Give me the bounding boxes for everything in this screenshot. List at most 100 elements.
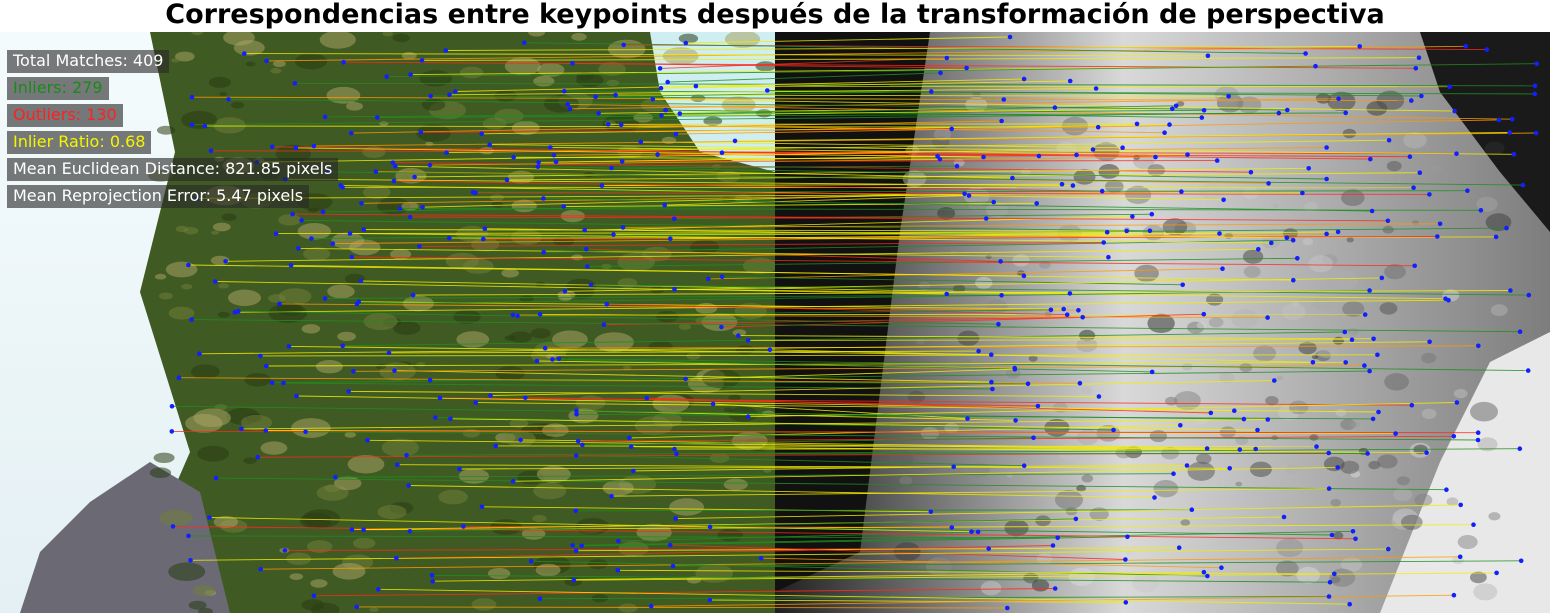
keypoint-right — [1013, 418, 1018, 423]
right-texture — [1453, 388, 1468, 399]
right-texture — [1414, 493, 1433, 507]
right-texture — [1340, 419, 1356, 430]
keypoint-right — [1248, 169, 1254, 175]
match-line — [414, 167, 1309, 178]
keypoint-left — [375, 115, 380, 120]
keypoint-right — [1034, 201, 1039, 206]
right-texture — [1265, 396, 1279, 406]
keypoint-right — [1533, 130, 1539, 136]
keypoint-left — [510, 312, 516, 318]
keypoint-right — [1324, 176, 1329, 182]
left-leaf — [755, 61, 776, 72]
left-leaf — [617, 278, 638, 288]
match-line — [358, 301, 1064, 310]
keypoint-left — [349, 130, 354, 136]
right-texture — [1311, 355, 1318, 360]
keypoint-left — [407, 529, 413, 534]
keypoint-right — [1226, 94, 1231, 99]
right-texture — [1081, 474, 1094, 483]
keypoint-right — [1120, 145, 1125, 150]
match-line — [481, 124, 1170, 135]
keypoint-left — [255, 454, 260, 460]
keypoint-left — [461, 524, 466, 529]
keypoint-right — [1357, 44, 1362, 49]
keypoint-left — [359, 201, 364, 206]
match-line — [738, 335, 1374, 340]
keypoint-left — [170, 524, 176, 529]
match-line — [660, 57, 947, 69]
right-texture — [1162, 218, 1188, 236]
match-line — [313, 132, 1537, 147]
keypoint-left — [707, 597, 713, 603]
keypoint-right — [1370, 416, 1376, 422]
keypoint-left — [657, 66, 663, 71]
keypoint-right — [1517, 329, 1523, 335]
match-line — [506, 172, 1420, 181]
keypoint-left — [447, 92, 452, 98]
keypoint-left — [765, 88, 770, 93]
keypoint-left — [226, 97, 231, 102]
left-leaf — [165, 261, 198, 278]
match-line — [481, 506, 931, 513]
keypoint-left — [407, 214, 413, 220]
right-bright-trunk — [1380, 332, 1550, 613]
keypoint-right — [1451, 434, 1457, 439]
keypoint-right — [1281, 514, 1287, 520]
keypoint-left — [522, 40, 527, 45]
keypoint-left — [354, 604, 360, 610]
match-line — [545, 345, 1479, 349]
match-line — [708, 268, 1223, 280]
keypoint-right — [1111, 427, 1116, 433]
keypoint-left — [391, 178, 397, 184]
match-line — [393, 180, 1103, 192]
left-leaf — [213, 117, 246, 134]
keypoint-left — [186, 533, 191, 539]
left-leaf — [648, 340, 673, 354]
left-leaf — [678, 33, 699, 44]
right-texture — [1174, 391, 1201, 410]
left-leaf — [495, 366, 525, 381]
left-leaf — [270, 68, 282, 74]
keypoint-left — [677, 111, 683, 116]
match-line — [459, 465, 1188, 470]
left-leaf — [211, 230, 220, 235]
right-texture — [1484, 141, 1505, 156]
keypoint-right — [1090, 147, 1096, 152]
keypoint-right — [1335, 229, 1341, 235]
left-leaf — [509, 418, 529, 428]
left-leaf — [175, 51, 195, 62]
match-line — [661, 108, 1173, 116]
right-texture — [1004, 519, 1029, 537]
left-leaf — [575, 395, 606, 411]
match-line — [450, 418, 1258, 431]
keypoint-left — [417, 244, 422, 249]
match-line — [558, 358, 1529, 372]
keypoint-right — [1332, 571, 1337, 577]
match-line — [348, 390, 1099, 397]
keypoint-left — [239, 426, 244, 432]
keypoint-right — [1386, 546, 1391, 552]
left-leaf — [190, 364, 220, 379]
left-leaf — [244, 373, 272, 387]
keypoint-left — [536, 160, 541, 165]
keypoint-left — [338, 183, 344, 188]
left-leaf — [332, 563, 366, 580]
match-line — [553, 147, 1327, 156]
keypoint-right — [1021, 273, 1027, 279]
keypoint-right — [1419, 93, 1424, 99]
keypoint-left — [299, 218, 304, 223]
match-line — [621, 124, 1165, 134]
right-texture — [926, 557, 953, 576]
keypoint-right — [990, 386, 995, 392]
match-line — [325, 109, 1205, 118]
keypoint-right — [1518, 558, 1524, 564]
match-line — [660, 80, 1071, 89]
keypoint-right — [1343, 360, 1348, 365]
left-leaf — [326, 86, 361, 104]
keypoint-left — [655, 152, 660, 157]
keypoint-right — [1076, 308, 1081, 313]
keypoint-left — [443, 48, 449, 53]
keypoint-right — [1324, 145, 1329, 150]
match-line — [713, 403, 968, 420]
keypoint-right — [1417, 170, 1423, 175]
